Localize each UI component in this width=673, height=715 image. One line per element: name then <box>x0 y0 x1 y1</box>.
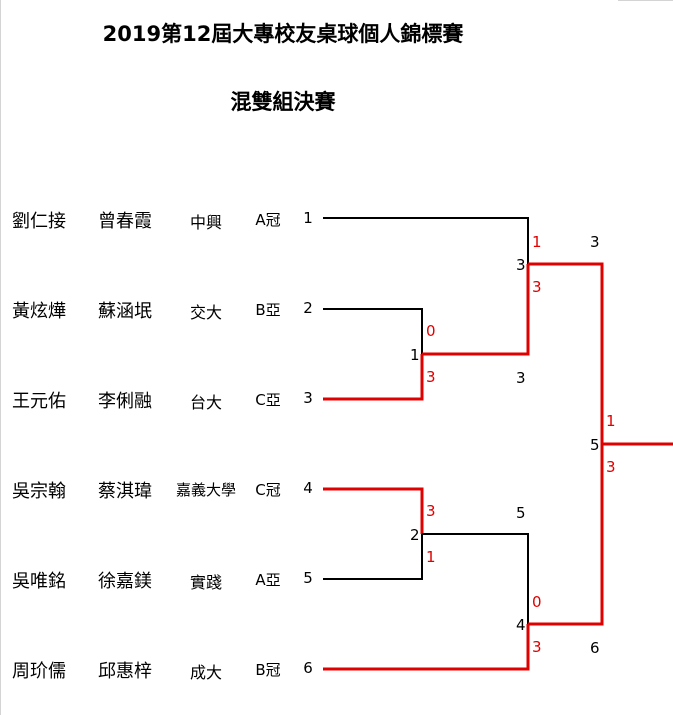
match2-score-top: 3 <box>426 502 436 520</box>
match5-score-top: 1 <box>606 412 616 430</box>
bracket-line-match3-winner <box>528 262 604 444</box>
match1-score-bottom: 3 <box>426 368 436 386</box>
seed-number: 1 <box>303 209 313 227</box>
bracket-line-seed6 <box>323 624 530 671</box>
seed-number: 3 <box>303 389 313 407</box>
event-subtitle: 混雙組決賽 <box>230 90 336 114</box>
match-label-5: 5 <box>590 436 600 454</box>
school: 交大 <box>189 303 222 322</box>
seed-number: 5 <box>303 569 313 587</box>
player1-name: 吳宗翰 <box>12 481 66 502</box>
bracket-line-seed2 <box>323 308 423 354</box>
player2-name: 李俐融 <box>98 391 152 412</box>
match4-score-top: 0 <box>532 593 542 611</box>
tournament-title: 2019第12屆大專校友桌球個人錦標賽 <box>102 22 464 46</box>
school: 嘉義大學 <box>175 481 236 499</box>
player2-name: 蘇涵垊 <box>98 301 152 322</box>
match1-score-top: 0 <box>426 322 436 340</box>
advancer-match3: 3 <box>590 233 600 251</box>
school: 台大 <box>189 393 222 412</box>
page-top-border <box>618 0 673 1</box>
match-label-4: 4 <box>516 616 526 634</box>
group-rank: B亞 <box>255 301 281 319</box>
player2-name: 徐嘉鎂 <box>98 571 152 592</box>
match5-score-bottom: 3 <box>606 458 616 476</box>
group-rank: A亞 <box>255 571 281 589</box>
bracket-line-match2-winner <box>422 533 529 624</box>
match4-score-bottom: 3 <box>532 638 542 656</box>
player1-name: 黃炫燁 <box>12 301 66 322</box>
bracket-line-match1-winner <box>422 264 530 356</box>
advancer-match1: 3 <box>516 369 526 387</box>
match3-score-top: 1 <box>532 233 542 251</box>
seed-number: 2 <box>303 299 313 317</box>
seed-number: 6 <box>303 659 313 677</box>
group-rank: B冠 <box>255 661 281 679</box>
group-rank: C冠 <box>255 481 281 499</box>
player2-name: 蔡淇瑋 <box>98 481 152 502</box>
group-rank: C亞 <box>255 391 281 409</box>
group-rank: A冠 <box>255 211 281 229</box>
player1-name: 周玠儒 <box>12 661 66 682</box>
match-label-1: 1 <box>410 346 420 364</box>
player2-name: 邱惠梓 <box>98 661 152 682</box>
bracket-line-match4-winner <box>528 444 604 626</box>
seed-number: 4 <box>303 479 313 497</box>
match3-score-bottom: 3 <box>532 278 542 296</box>
page-left-border <box>0 0 1 715</box>
player1-name: 王元佑 <box>12 391 66 412</box>
match-label-2: 2 <box>410 526 420 544</box>
player1-name: 吳唯銘 <box>12 571 66 592</box>
bracket-line-seed3 <box>323 354 424 401</box>
school: 中興 <box>189 213 222 232</box>
bracket-line-seed1 <box>323 217 529 264</box>
bracket-line-seed5 <box>323 534 423 580</box>
bracket-line-seed4 <box>323 487 424 534</box>
advancer-match4: 6 <box>590 639 600 657</box>
school: 實踐 <box>189 573 222 592</box>
player1-name: 劉仁接 <box>12 211 66 232</box>
match2-score-bottom: 1 <box>426 548 436 566</box>
advancer-match2: 5 <box>516 504 526 522</box>
school: 成大 <box>189 663 222 682</box>
match-label-3: 3 <box>516 256 526 274</box>
player2-name: 曾春霞 <box>98 211 152 232</box>
